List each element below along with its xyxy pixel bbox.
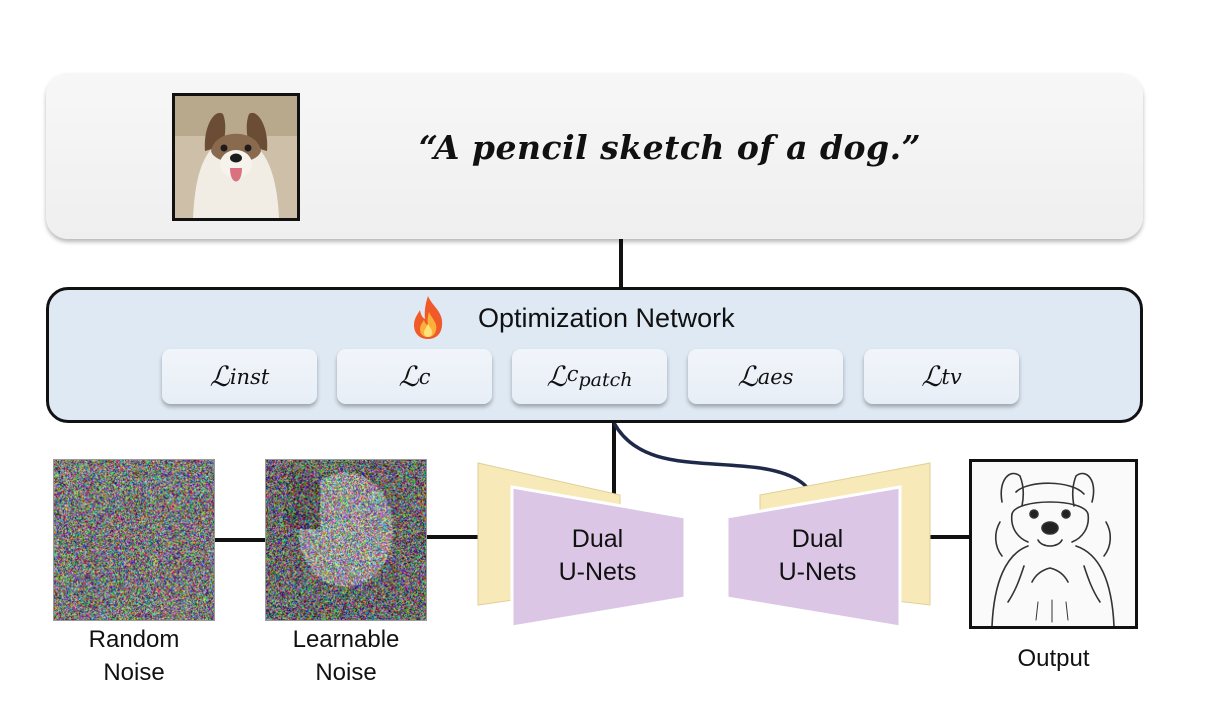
fire-icon bbox=[408, 294, 448, 340]
loss-subscript: c bbox=[418, 364, 431, 389]
loss-symbol: ℒ bbox=[546, 360, 567, 393]
random-noise-caption: Random Noise bbox=[88, 626, 180, 686]
optimization-network-title: Optimization Network bbox=[478, 303, 735, 333]
loss-subscript: tv bbox=[941, 364, 962, 389]
input-dog-photo bbox=[172, 93, 300, 221]
random-noise-image bbox=[53, 459, 215, 621]
loss-symbol: ℒ bbox=[737, 360, 758, 393]
unet-encoder-label: Dual U-Nets bbox=[558, 525, 637, 586]
loss-sub-subscript: patch bbox=[578, 369, 633, 392]
learnable-noise-caption: Learnable Noise bbox=[292, 626, 400, 686]
loss-symbol: ℒ bbox=[921, 360, 942, 393]
unet-decoder-label: Dual U-Nets bbox=[778, 525, 857, 586]
unet-decoder bbox=[725, 462, 931, 629]
prompt-text: “A pencil sketch of a dog.” bbox=[418, 128, 922, 167]
learnable-noise-image bbox=[265, 459, 427, 621]
loss-symbol: ℒ bbox=[209, 360, 230, 393]
output-caption: Output bbox=[1017, 645, 1090, 672]
unet-encoder bbox=[477, 462, 687, 629]
loss-symbol: ℒ bbox=[398, 360, 419, 393]
loss-subscript: aes bbox=[757, 364, 794, 389]
output-sketch-image bbox=[969, 459, 1138, 629]
loss-subscript: cpatch bbox=[566, 361, 633, 392]
loss-subscript: inst bbox=[229, 364, 270, 389]
